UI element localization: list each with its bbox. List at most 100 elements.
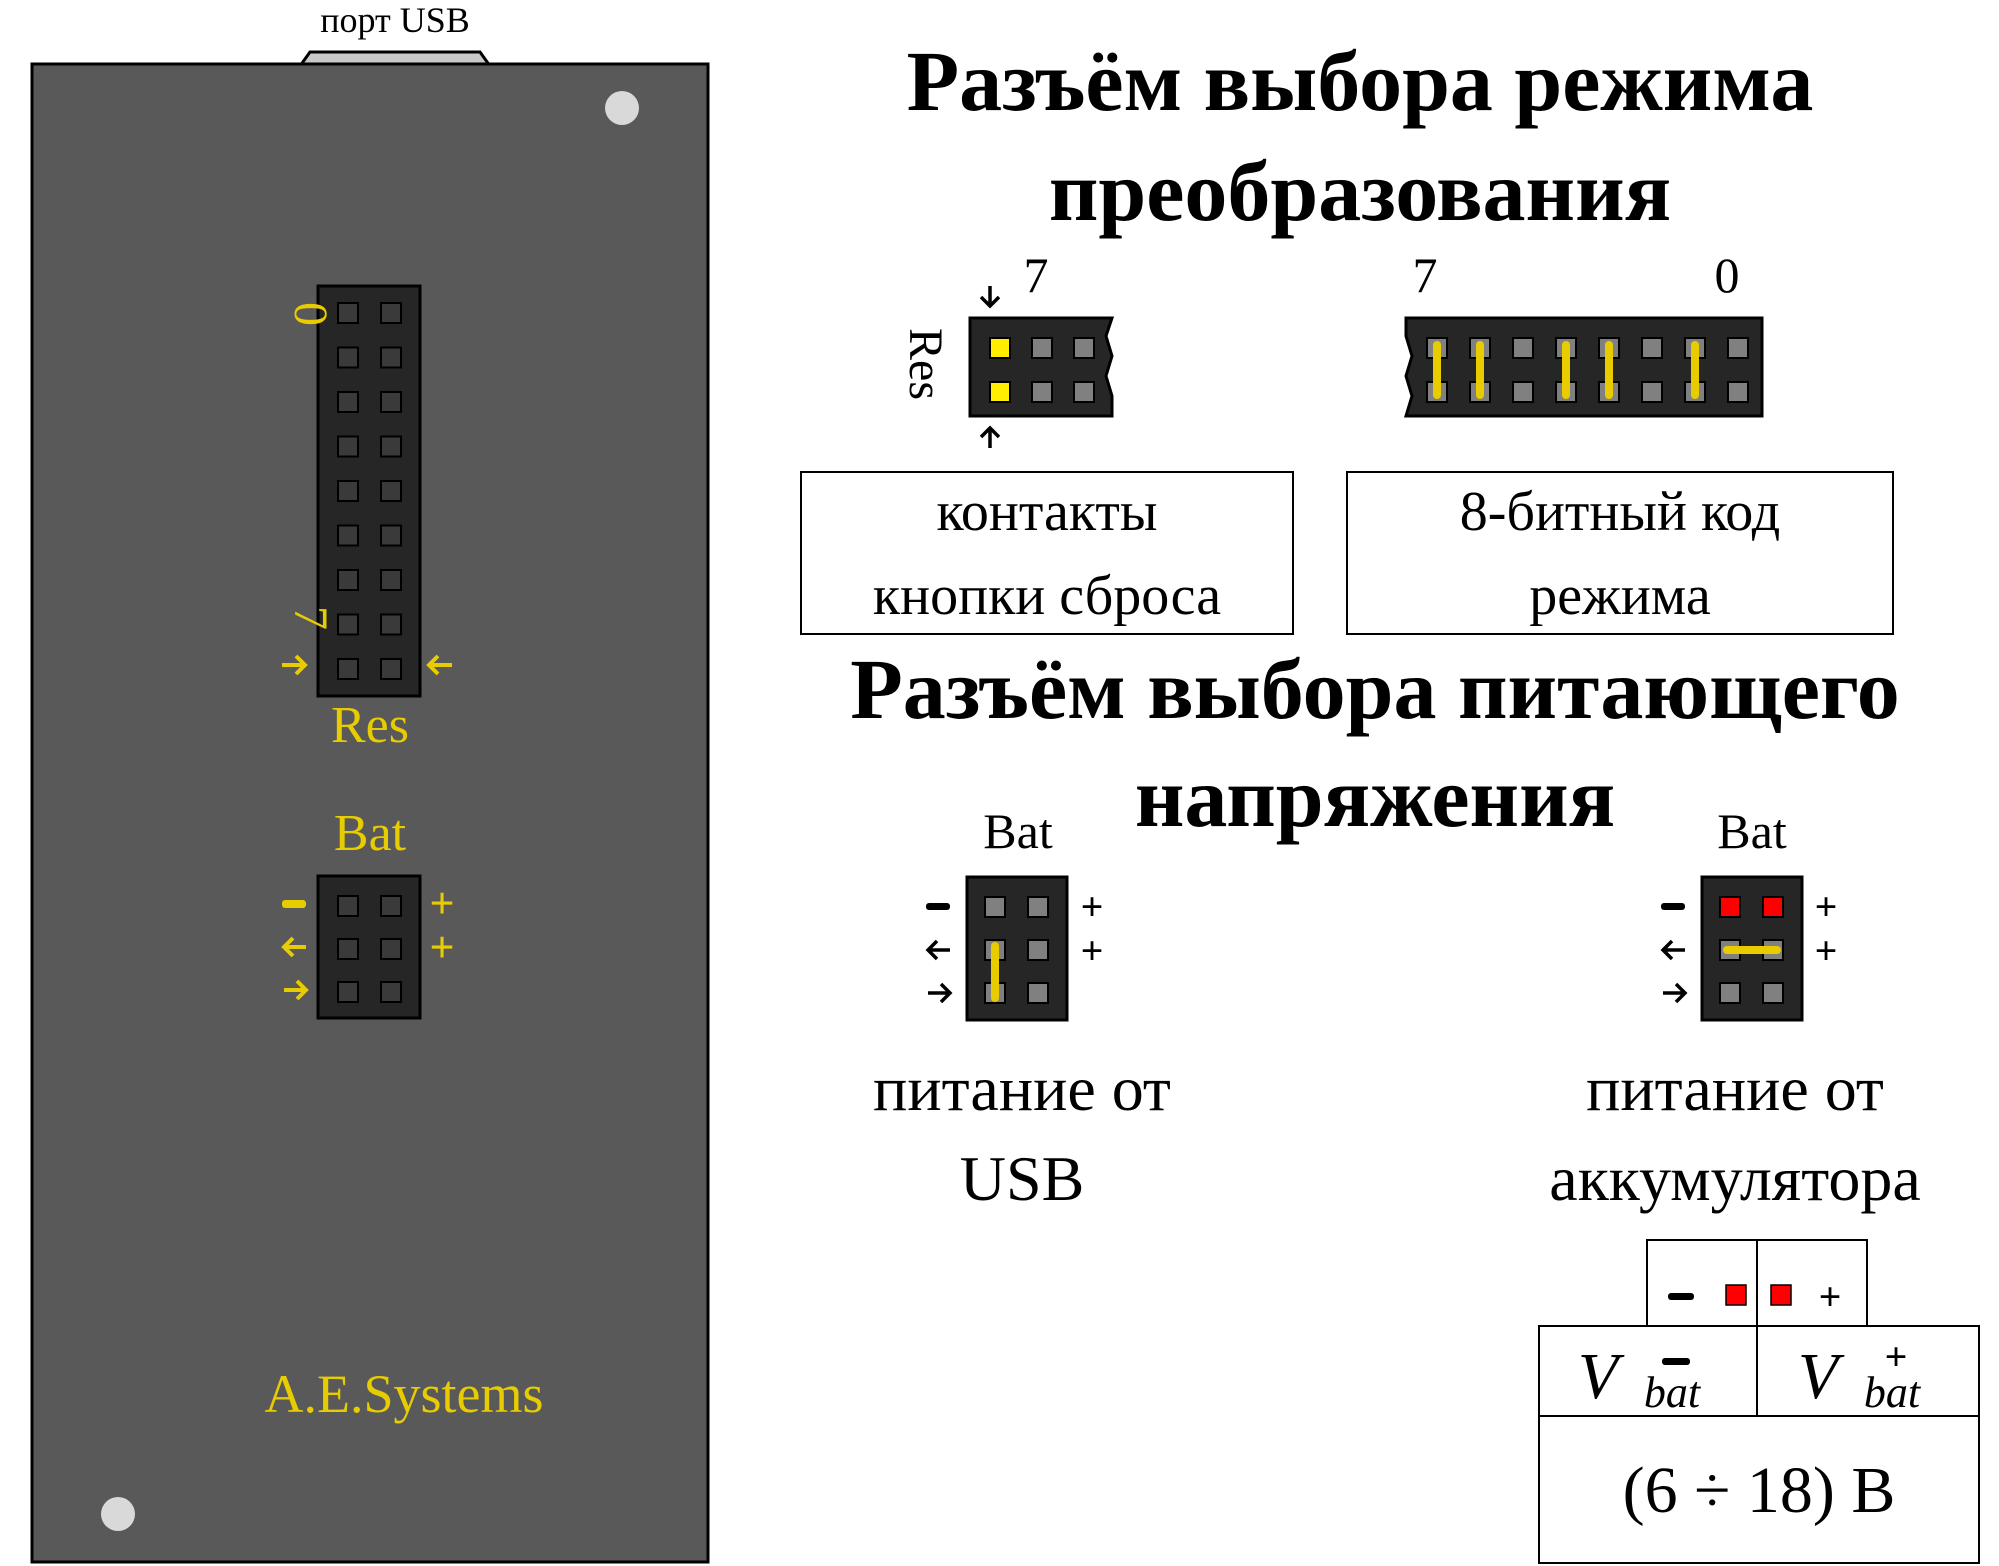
mode-title-line2: преобразования — [1049, 143, 1671, 239]
code-pin — [1641, 381, 1663, 403]
usb-power-connector: Bat + + — [925, 803, 1104, 1022]
reset-idle-pin — [1031, 337, 1053, 359]
board-mode-pin — [337, 480, 359, 502]
battery-option-caption-line2: аккумулятора — [1549, 1143, 1920, 1214]
board-label-bit7: 7 — [284, 606, 337, 630]
battery-option-arrow-left-icon — [1660, 939, 1685, 961]
table-pin-minus — [1725, 1284, 1747, 1306]
battery-option-pin — [1762, 982, 1784, 1004]
board-mode-pin — [380, 524, 402, 547]
reset-arrow-up-icon — [979, 425, 1001, 448]
battery-option-pin — [1719, 982, 1741, 1004]
board-mode-pin — [337, 391, 359, 413]
battery-polarity-table: + V bat V bat + (6 ÷ 18) В — [1538, 1239, 1980, 1564]
board-battery-pin — [337, 938, 359, 960]
vbat-plus-sign: + — [1885, 1334, 1908, 1379]
board-mode-pin — [380, 613, 402, 636]
board-arrow-left-icon — [281, 936, 306, 958]
board-battery-pin — [337, 981, 359, 1003]
code-connector-body — [1403, 316, 1764, 418]
code-caption-line1: 8-битный код — [1460, 481, 1780, 543]
power-title-line1: Разъём выбора питающего — [850, 641, 1900, 737]
reset-caption-line1: контакты — [937, 481, 1158, 543]
code-caption-line2: режима — [1529, 565, 1711, 627]
board-battery-header — [316, 874, 422, 1020]
code-pin — [1512, 337, 1534, 359]
voltage-range: (6 ÷ 18) В — [1623, 1454, 1896, 1527]
reset-idle-pin — [1031, 381, 1053, 403]
mode-title-line1: Разъём выбора режима — [907, 33, 1814, 129]
battery-option-active-pin — [1762, 896, 1784, 918]
board-mode-pin — [337, 524, 359, 547]
battery-option-caption-line1: питание от — [1586, 1053, 1884, 1124]
battery-option-bat-label: Bat — [1717, 803, 1787, 859]
battery-option-plus-2: + — [1815, 928, 1838, 973]
reset-caption-line2: кнопки сброса — [873, 565, 1221, 627]
vbat-minus-subscript: bat — [1644, 1368, 1702, 1417]
board-mode-pin — [380, 391, 402, 413]
usb-option-minus-mark — [926, 903, 950, 910]
board-arrow-right-icon — [284, 979, 309, 1001]
board-mode-pin — [337, 658, 359, 680]
board-battery-pin — [380, 895, 402, 917]
battery-power-connector: Bat + + — [1660, 803, 1838, 1022]
reset-caption-box — [800, 471, 1294, 635]
usb-option-pin — [1027, 896, 1049, 918]
usb-option-bat-label: Bat — [983, 803, 1053, 859]
code-pin — [1641, 337, 1663, 359]
vbat-plus-subscript: bat — [1864, 1368, 1922, 1417]
reset-idle-pin — [1073, 337, 1095, 359]
mounting-hole-top — [605, 91, 639, 125]
code-label-bit7: 7 — [1413, 247, 1438, 303]
board-res-label: Res — [331, 697, 409, 754]
usb-option-plus-2: + — [1081, 928, 1104, 973]
table-pin-plus — [1770, 1284, 1792, 1306]
reset-pin-7-label: 7 — [1024, 247, 1049, 303]
board-label-bit0: 0 — [284, 302, 337, 326]
power-title-line2: напряжения — [1135, 749, 1615, 845]
board-mode-pin — [337, 435, 359, 458]
board-bat-label: Bat — [334, 805, 407, 862]
reset-contact-pin — [989, 381, 1011, 403]
reset-connector: 7 Res — [899, 247, 1115, 448]
usb-option-arrow-right-icon — [928, 982, 953, 1004]
battery-option-active-pin — [1719, 896, 1741, 918]
board-mode-pin — [380, 346, 402, 369]
table-minus-mark — [1668, 1293, 1694, 1300]
board-mode-pin — [380, 435, 402, 458]
code-label-bit0: 0 — [1715, 247, 1740, 303]
mounting-hole-bottom — [101, 1497, 135, 1531]
battery-option-minus-mark — [1661, 903, 1685, 910]
mode-select-header — [316, 284, 422, 698]
code-pin — [1512, 381, 1534, 403]
usb-option-caption-line1: питание от — [873, 1053, 1171, 1124]
usb-option-pin — [1027, 982, 1049, 1004]
board-mode-pin — [337, 613, 359, 636]
board-mode-pin — [380, 480, 402, 502]
reset-contact-pin — [989, 337, 1011, 359]
board-mode-pin — [380, 569, 402, 591]
board-plus-2: + — [429, 923, 454, 972]
board-minus-mark — [282, 900, 306, 908]
vbat-plus-symbol: V — [1798, 1340, 1845, 1413]
code-caption-box — [1346, 471, 1894, 635]
board-reset-arrow-left — [282, 654, 308, 676]
board-mode-pin — [380, 302, 402, 324]
board-plus-1: + — [429, 879, 454, 928]
board-brand-label: A.E.Systems — [264, 1364, 543, 1424]
board-mode-pin — [380, 658, 402, 680]
battery-option-plus-1: + — [1815, 884, 1838, 929]
vbat-minus-sign — [1662, 1358, 1690, 1365]
code-pin — [1727, 337, 1749, 359]
board-battery-pin — [380, 981, 402, 1003]
usb-option-arrow-left-icon — [925, 939, 950, 961]
reset-arrow-down-icon — [979, 286, 1001, 309]
board-battery-pin — [380, 938, 402, 960]
usb-option-plus-1: + — [1081, 884, 1104, 929]
battery-option-arrow-right-icon — [1663, 982, 1688, 1004]
board-mode-pin — [337, 569, 359, 591]
usb-port-label: порт USB — [320, 0, 470, 40]
board-battery-pin — [337, 895, 359, 917]
table-plus-mark: + — [1819, 1274, 1842, 1319]
